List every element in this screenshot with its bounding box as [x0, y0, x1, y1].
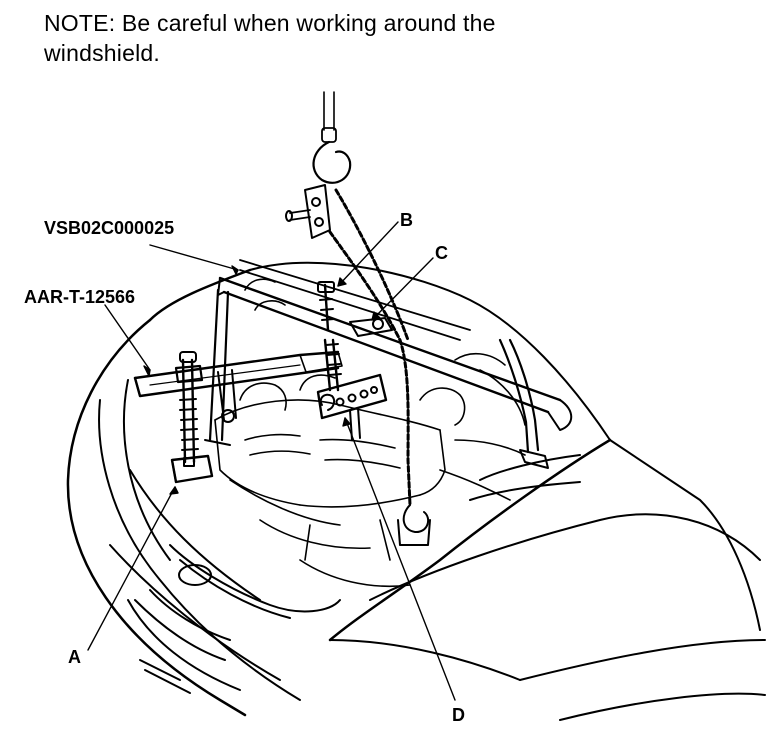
- callout-vsb02c000025: VSB02C000025: [44, 218, 175, 238]
- front-lift-beam: [133, 350, 343, 484]
- engine-block: [214, 278, 526, 588]
- callout-d: D: [452, 705, 465, 725]
- lift-chains: [328, 188, 431, 546]
- car-body-outline: [66, 261, 766, 721]
- callout-a: A: [68, 647, 81, 667]
- leader-lines: [87, 221, 456, 701]
- callout-aar-t-12566: AAR-T-12566: [24, 287, 136, 307]
- callout-c: C: [435, 243, 448, 263]
- note-line-1: NOTE: Be careful when working around the: [44, 10, 496, 36]
- note-line-2: windshield.: [44, 40, 160, 66]
- caution-note: NOTE: Be careful when working around the…: [44, 8, 664, 68]
- hoist-hook: [285, 91, 352, 239]
- bracket-d: [316, 338, 388, 441]
- callout-b: B: [400, 210, 413, 230]
